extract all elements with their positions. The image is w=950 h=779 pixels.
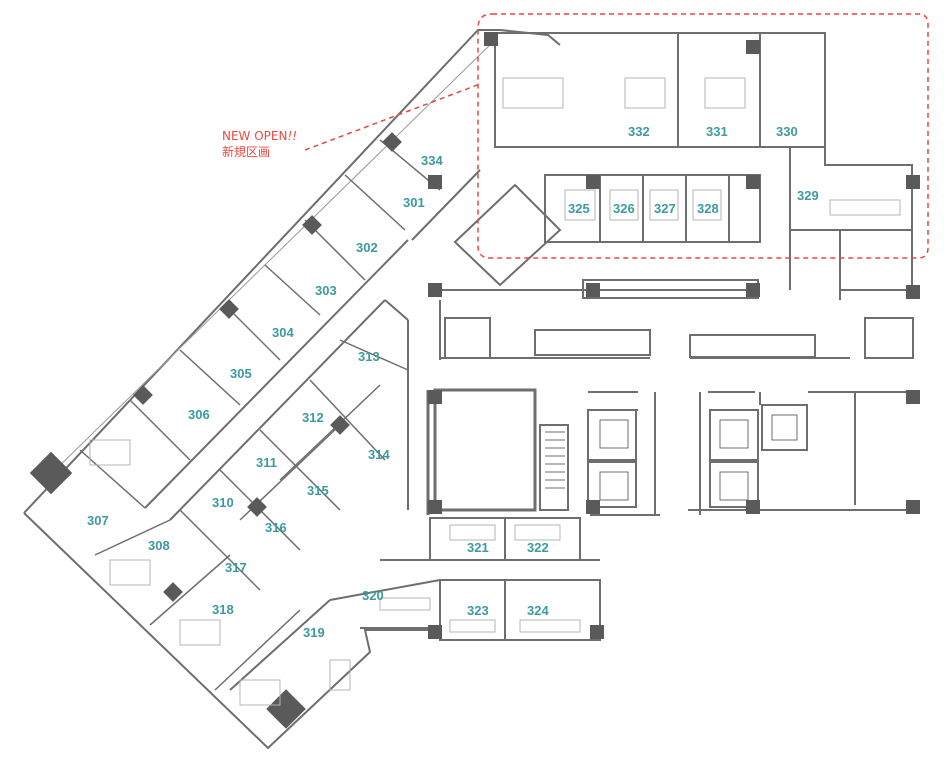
north-wing-walls [432,32,914,360]
room-320[interactable]: 320 [362,588,384,603]
room-301[interactable]: 301 [403,195,425,210]
columns [29,32,920,729]
callout-exclamation: !! [287,129,298,143]
room-310[interactable]: 310 [212,495,234,510]
room-308[interactable]: 308 [148,538,170,553]
room-318[interactable]: 318 [212,602,234,617]
room-317[interactable]: 317 [225,560,247,575]
room-332[interactable]: 332 [628,124,650,139]
new-open-callout: NEW OPEN!! 新規区画 [222,128,297,160]
room-321[interactable]: 321 [467,540,489,555]
core-walls [426,388,910,516]
room-325[interactable]: 325 [568,201,590,216]
room-326[interactable]: 326 [613,201,635,216]
room-311[interactable]: 311 [256,455,277,470]
room-322[interactable]: 322 [527,540,549,555]
new-open-boundary [477,13,929,259]
room-303[interactable]: 303 [315,283,337,298]
room-dividers [79,139,441,691]
room-323[interactable]: 323 [467,603,489,618]
furniture [89,77,901,706]
new-open-highlight [304,13,929,259]
room-labels: 301 302 303 304 305 306 307 308 310 311 … [87,124,819,640]
room-316[interactable]: 316 [265,520,287,535]
room-305[interactable]: 305 [230,366,252,381]
room-307[interactable]: 307 [87,513,109,528]
callout-leader-line [304,83,481,151]
room-306[interactable]: 306 [188,407,210,422]
room-330[interactable]: 330 [776,124,798,139]
building-walls [23,29,561,750]
callout-new-open: NEW OPEN [222,129,288,143]
room-319[interactable]: 319 [303,625,325,640]
callout-line-2: 新規区画 [222,145,271,159]
room-315[interactable]: 315 [307,483,329,498]
south-wing-walls [360,517,601,641]
room-328[interactable]: 328 [697,201,719,216]
room-314[interactable]: 314 [368,447,390,462]
room-304[interactable]: 304 [272,325,294,340]
room-331[interactable]: 331 [706,124,728,139]
room-324[interactable]: 324 [527,603,549,618]
room-329[interactable]: 329 [797,188,819,203]
room-334[interactable]: 334 [421,153,443,168]
room-312[interactable]: 312 [302,410,324,425]
room-313[interactable]: 313 [358,349,380,364]
room-302[interactable]: 302 [356,240,378,255]
callout-line-1: NEW OPEN!! [222,128,297,144]
room-327[interactable]: 327 [654,201,676,216]
